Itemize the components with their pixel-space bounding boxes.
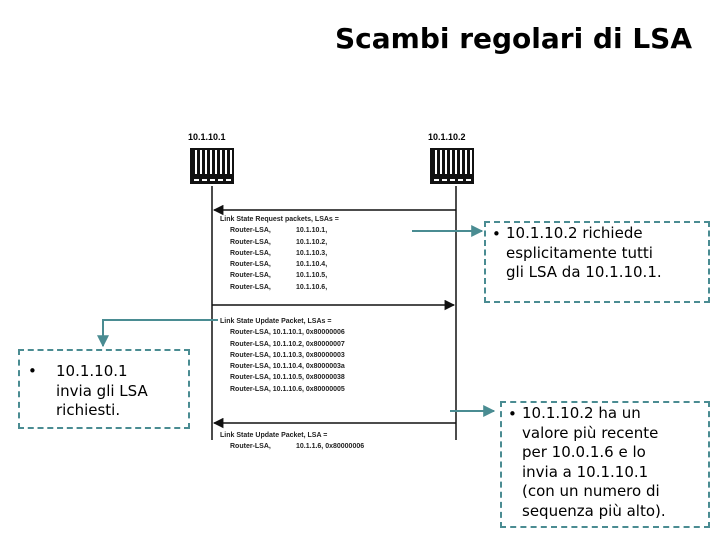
- request-row: Router-LSA,10.1.10.2,: [230, 238, 328, 246]
- update-row: Router-LSA, 10.1.10.5, 0x80000038: [230, 374, 345, 382]
- update-packet-header: Link State Update Packet, LSAs =: [220, 318, 332, 325]
- update-row: Router-LSA, 10.1.10.3, 0x80000003: [230, 351, 345, 359]
- note-line: invia a 10.1.10.1: [522, 462, 649, 481]
- request-row: Router-LSA,10.1.10.1,: [230, 227, 328, 235]
- note-bullet: •: [508, 405, 517, 423]
- router-right-icon: [430, 148, 474, 184]
- note-left: • 10.1.10.1 invia gli LSA richiesti.: [18, 349, 190, 429]
- router-label-right: 10.1.10.2: [428, 132, 466, 142]
- router-label-left: 10.1.10.1: [188, 132, 226, 142]
- request-row: Router-LSA,10.1.10.4,: [230, 261, 328, 269]
- connector-left: [97, 319, 218, 348]
- note-line: invia gli LSA: [56, 381, 148, 400]
- update-single-packet: Link State Update Packet, LSA = Router-L…: [220, 430, 364, 453]
- update-row: Router-LSA, 10.1.10.1, 0x80000006: [230, 329, 345, 337]
- request-packet: Link State Request packets, LSAs = Route…: [220, 214, 339, 293]
- update-single-row: Router-LSA,10.1.1.6, 0x80000006: [230, 443, 365, 451]
- note-right-bottom: • 10.1.10.2 ha un valore più recente per…: [500, 401, 710, 528]
- note-line: sequenza più alto).: [522, 501, 666, 520]
- note-line: esplicitamente tutti: [506, 243, 653, 262]
- request-packet-header: Link State Request packets, LSAs =: [220, 216, 339, 223]
- note-line: richiesti.: [56, 401, 121, 419]
- router-left-icon: [190, 148, 234, 184]
- note-line: 10.1.10.2 ha un: [522, 404, 641, 422]
- note-line: valore più recente: [522, 423, 659, 442]
- note-bullet: •: [28, 362, 37, 380]
- update-single-header: Link State Update Packet, LSA =: [220, 432, 328, 439]
- note-line: 10.1.10.2 richiede: [506, 224, 643, 242]
- page-title: Scambi regolari di LSA: [334, 22, 692, 55]
- request-row: Router-LSA,10.1.10.3,: [230, 249, 328, 257]
- update-row: Router-LSA, 10.1.10.6, 0x80000005: [230, 385, 345, 393]
- note-line: (con un numero di: [522, 482, 660, 500]
- request-row: Router-LSA,10.1.10.5,: [230, 272, 328, 280]
- note-right-top: • 10.1.10.2 richiede esplicitamente tutt…: [484, 221, 710, 303]
- update-row: Router-LSA, 10.1.10.2, 0x80000007: [230, 340, 345, 348]
- note-bullet: •: [492, 225, 501, 243]
- note-line: 10.1.10.1: [56, 362, 128, 380]
- note-line: gli LSA da 10.1.10.1.: [506, 263, 662, 281]
- update-row: Router-LSA, 10.1.10.4, 0x8000003a: [230, 363, 345, 371]
- note-line: per 10.0.1.6 e lo: [522, 443, 646, 461]
- update-packet: Link State Update Packet, LSAs = Router-…: [220, 316, 345, 395]
- request-row: Router-LSA,10.1.10.6,: [230, 283, 328, 291]
